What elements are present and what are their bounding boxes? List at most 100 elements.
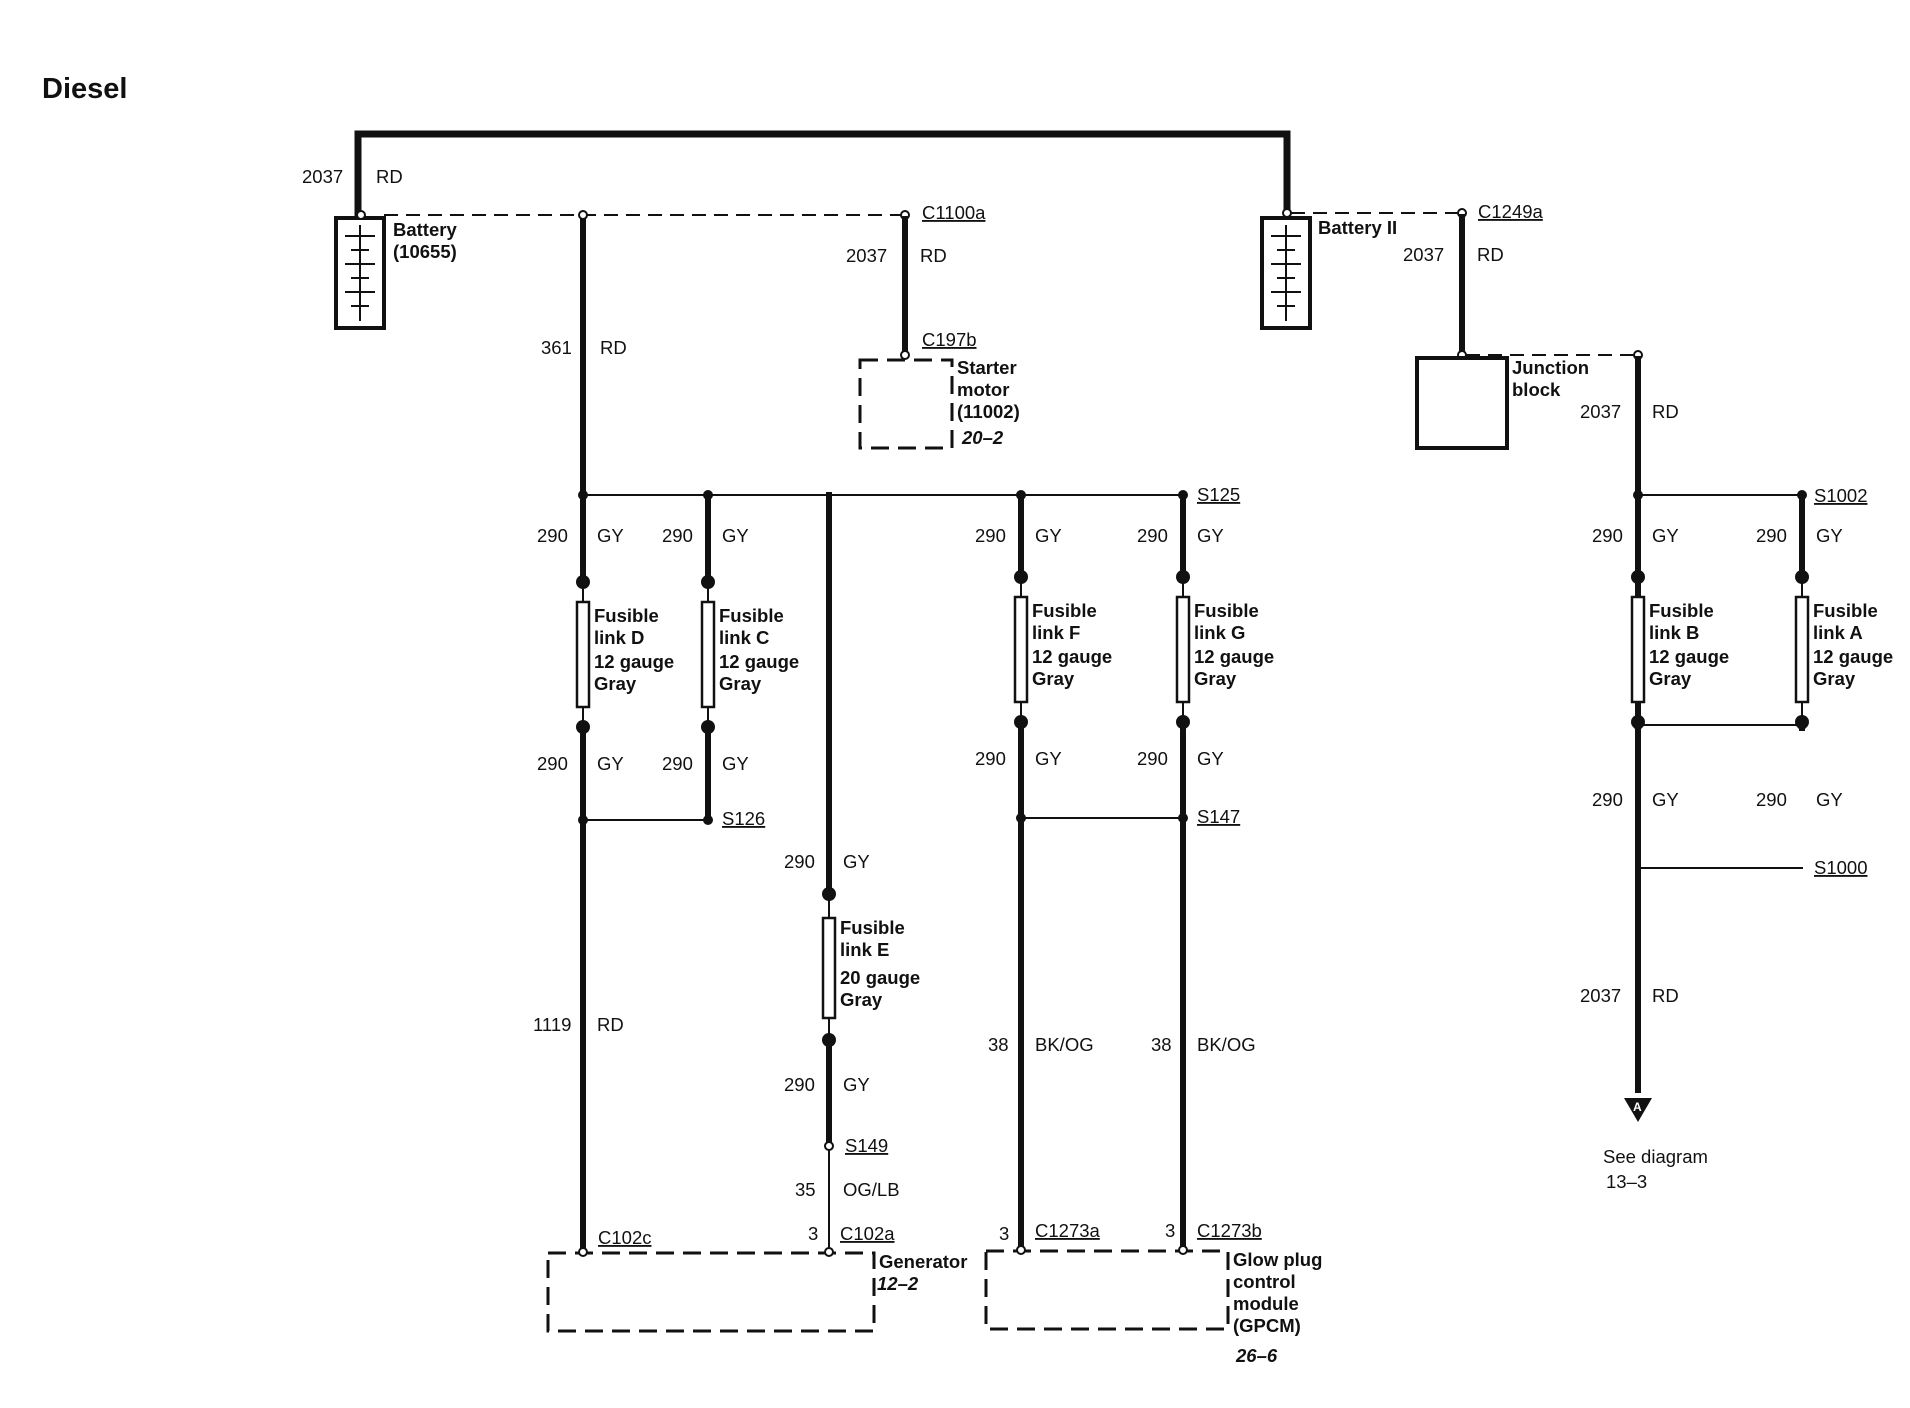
- wire-label-circuit: 290: [784, 851, 815, 872]
- wire-label-circuit: 290: [975, 748, 1006, 769]
- gpcm-abbrev: (GPCM): [1233, 1315, 1301, 1336]
- wire-label-circuit: 2037: [302, 166, 343, 187]
- connector-pin: [1178, 1245, 1188, 1255]
- fuse-name: Fusible: [594, 605, 659, 626]
- wire-label-circuit: 290: [1756, 525, 1787, 546]
- fuse-e-gauge: 20 gauge: [840, 967, 920, 988]
- fuse-link-id: link D: [594, 627, 644, 648]
- gpcm-label-3: module: [1233, 1293, 1299, 1314]
- wire-label-circuit: 290: [662, 525, 693, 546]
- gpcm-box: [984, 1249, 1230, 1331]
- connector-c1100a: C1100a: [922, 202, 986, 223]
- fuse-link-id: link B: [1649, 622, 1699, 643]
- connector-s147: S147: [1197, 806, 1240, 827]
- connector-c102a: C102a: [840, 1223, 895, 1244]
- starter-page-ref: 20–2: [961, 427, 1004, 448]
- splice-point: [824, 1141, 834, 1151]
- wire-label-circuit: 290: [537, 525, 568, 546]
- wire-label-color: GY: [722, 753, 749, 774]
- starter-motor-box: [858, 358, 954, 450]
- fuse-terminal: [1176, 570, 1190, 584]
- wire-label-circuit: 2037: [1403, 244, 1444, 265]
- fuse-name: Fusible: [1813, 600, 1878, 621]
- wire-label-circuit: 290: [662, 753, 693, 774]
- fuse-color: Gray: [1194, 668, 1237, 689]
- fuse-e-link: link E: [840, 939, 889, 960]
- wire-label-color: RD: [1477, 244, 1504, 265]
- connector-pin: [1016, 1245, 1026, 1255]
- junction-block-box: [1415, 356, 1509, 450]
- pin-number: 3: [808, 1223, 818, 1244]
- fuse-terminal: [1795, 570, 1809, 584]
- generator-page-ref: 12–2: [877, 1273, 919, 1294]
- wire-label-circuit: 290: [1137, 748, 1168, 769]
- fuse-e-name: Fusible: [840, 917, 905, 938]
- connector-s1002: S1002: [1814, 485, 1868, 506]
- pin-number: 3: [1165, 1220, 1175, 1241]
- starter-part-number: (11002): [957, 401, 1020, 422]
- wire-label-color: RD: [1652, 985, 1679, 1006]
- offpage-letter: A: [1633, 1100, 1642, 1114]
- wire-label-color: RD: [376, 166, 403, 187]
- wire-label-circuit: 361: [541, 337, 572, 358]
- battery-label: Battery: [393, 219, 457, 240]
- battery-part-number: (10655): [393, 241, 457, 262]
- wire-label-color: GY: [1652, 525, 1679, 546]
- fuse-name: Fusible: [1194, 600, 1259, 621]
- starter-label-2: motor: [957, 379, 1009, 400]
- generator-box: [546, 1251, 876, 1333]
- fuse-name: Fusible: [719, 605, 784, 626]
- connector-pin: [824, 1247, 834, 1257]
- junction-label-2: block: [1512, 379, 1561, 400]
- wire-label-color: GY: [1197, 525, 1224, 546]
- connector-c102c: C102c: [598, 1227, 651, 1248]
- fuse-terminal: [822, 887, 836, 901]
- battery-icon: [334, 216, 386, 330]
- fuse-terminal: [701, 575, 715, 589]
- wire-label-circuit: 290: [975, 525, 1006, 546]
- offpage-arrow-icon: [1624, 1098, 1652, 1122]
- fusible-link-icon: [700, 600, 716, 709]
- wire-label-circuit: 290: [1592, 525, 1623, 546]
- fuse-color: Gray: [1032, 668, 1075, 689]
- wire-label-color: RD: [597, 1014, 624, 1035]
- fuse-link-id: link A: [1813, 622, 1863, 643]
- wire-label-color: RD: [920, 245, 947, 266]
- fusible-link-icon: [1630, 595, 1646, 704]
- fuse-gauge: 12 gauge: [1649, 646, 1729, 667]
- connector-s125: S125: [1197, 484, 1240, 505]
- wire-label-color: GY: [843, 851, 870, 872]
- battery-icon: [1260, 216, 1312, 330]
- connector-pin: [900, 350, 910, 360]
- fuse-terminal: [822, 1033, 836, 1047]
- battery-link-wire: [354, 130, 1291, 218]
- splice-point: [1633, 720, 1643, 730]
- fuse-terminal: [1014, 570, 1028, 584]
- connector-c1249a: C1249a: [1478, 201, 1544, 222]
- connector-s149: S149: [845, 1135, 888, 1156]
- starter-label: Starter: [957, 357, 1017, 378]
- fuse-terminal: [1176, 715, 1190, 729]
- offpage-ref-label: See diagram: [1603, 1146, 1708, 1167]
- wire-label-color: GY: [722, 525, 749, 546]
- wire-label-circuit: 2037: [846, 245, 887, 266]
- fuse-gauge: 12 gauge: [1813, 646, 1893, 667]
- fuse-terminal: [1014, 715, 1028, 729]
- gpcm-page-ref: 26–6: [1235, 1345, 1278, 1366]
- fuse-terminal: [1631, 570, 1645, 584]
- fuse-color: Gray: [719, 673, 762, 694]
- wire-label-circuit: 2037: [1580, 985, 1621, 1006]
- wire-label-color: OG/LB: [843, 1179, 900, 1200]
- fuse-link-id: link F: [1032, 622, 1080, 643]
- wire-label-circuit: 1119: [533, 1014, 571, 1035]
- wire-label-color: GY: [597, 525, 624, 546]
- fuse-link-id: link C: [719, 627, 769, 648]
- connector-s1000: S1000: [1814, 857, 1868, 878]
- wire-label-color: GY: [1816, 525, 1843, 546]
- wire-label-circuit: 38: [988, 1034, 1009, 1055]
- fuse-e-color: Gray: [840, 989, 883, 1010]
- fuse-name: Fusible: [1649, 600, 1714, 621]
- fuse-gauge: 12 gauge: [1032, 646, 1112, 667]
- gpcm-label: Glow plug: [1233, 1249, 1322, 1270]
